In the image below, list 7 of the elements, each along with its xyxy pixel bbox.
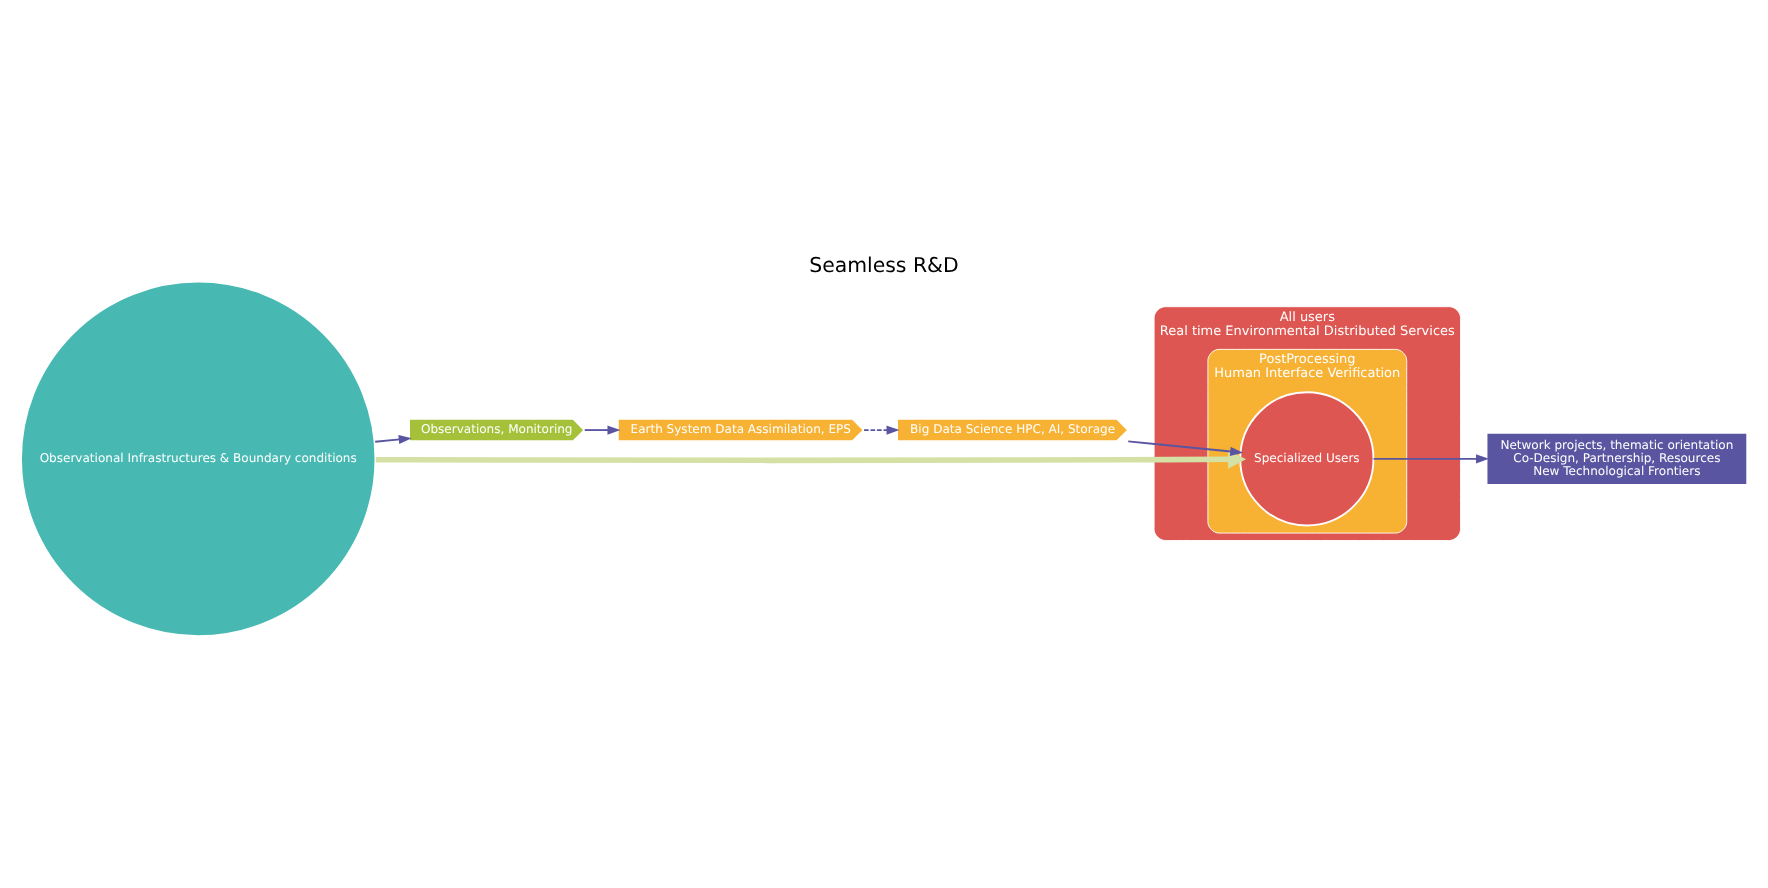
diagram-title: Seamless R&D [809, 255, 959, 278]
arrow [583, 425, 621, 435]
arrow [1127, 440, 1244, 456]
arrow [863, 425, 900, 435]
arrow [375, 449, 1247, 469]
arrow [1372, 454, 1490, 464]
arrow [374, 434, 412, 445]
